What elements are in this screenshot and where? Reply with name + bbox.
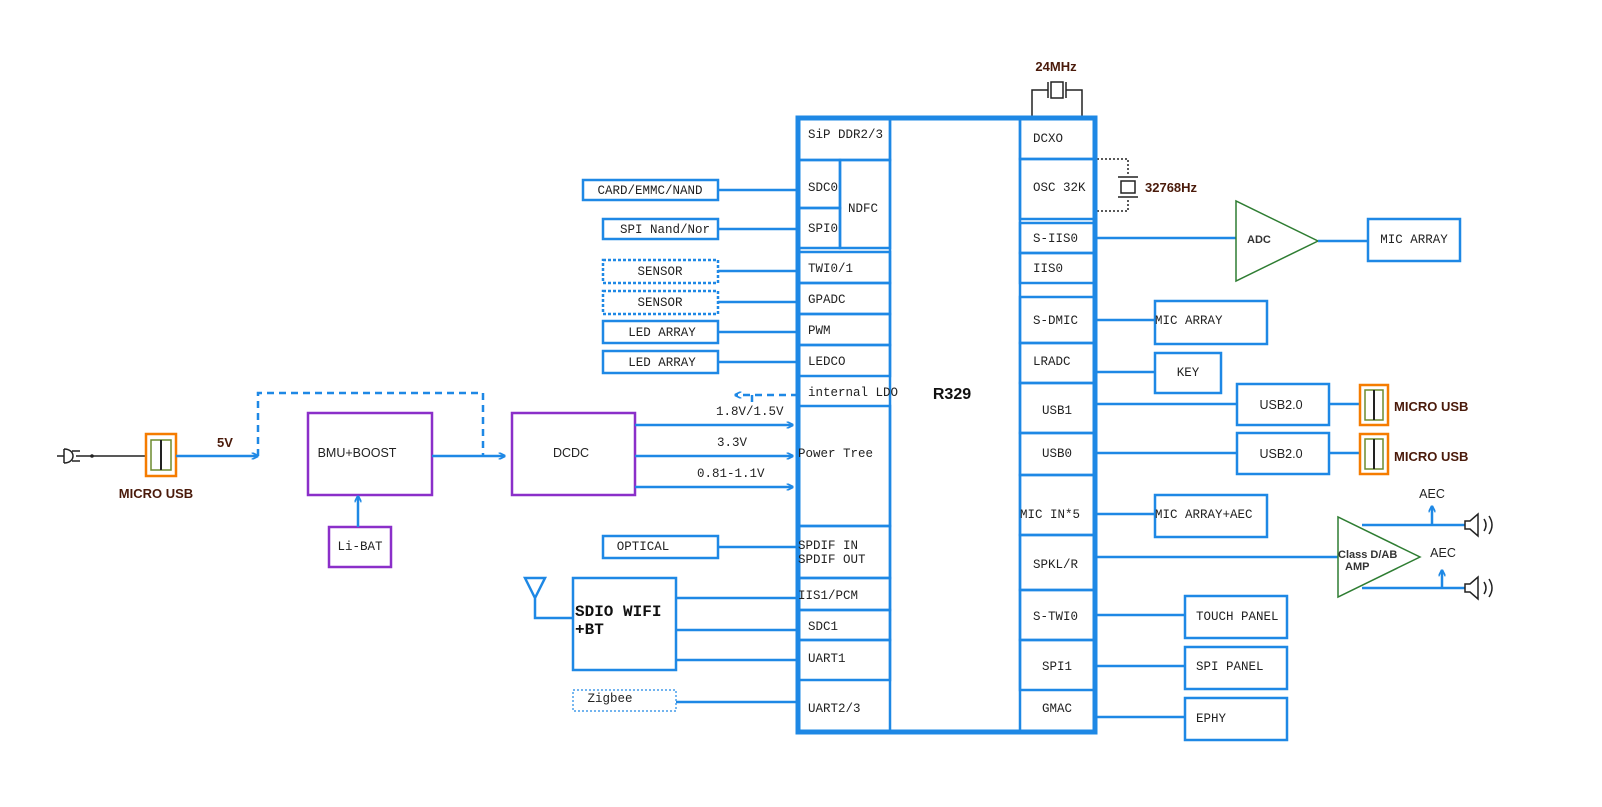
pin-twi: TWI0/1 <box>808 262 853 276</box>
device-optical: OPTICAL <box>617 540 670 554</box>
power-plug-icon <box>57 448 146 464</box>
micro-usb-label-2: MICRO USB <box>1394 449 1468 464</box>
pin-usb0: USB0 <box>1042 447 1072 461</box>
device-sensor-1: SENSOR <box>637 265 683 279</box>
ephy: EPHY <box>1196 712 1227 726</box>
pin-pwm: PWM <box>808 324 831 338</box>
pin-spi0: SPI0 <box>808 222 838 236</box>
pin-uart1: UART1 <box>808 652 846 666</box>
pin-sdc1: SDC1 <box>808 620 838 634</box>
pin-osc32k: OSC 32K <box>1033 181 1086 195</box>
pin-gpadc: GPADC <box>808 293 846 307</box>
pin-mic-in: MIC IN*5 <box>1020 508 1080 522</box>
bmu-boost: BMU+BOOST <box>318 446 397 460</box>
pin-spdif-out: SPDIF OUT <box>798 553 866 567</box>
device-sensor-2: SENSOR <box>637 296 683 310</box>
aec-label-2: AEC <box>1430 546 1456 560</box>
device-sdio-wifi: SDIO WIFI <box>575 603 661 621</box>
device-spi-nand-nor: SPI Nand/Nor <box>620 223 710 237</box>
antenna-icon <box>522 576 573 620</box>
crystal-32768hz: 32768Hz <box>1093 158 1198 212</box>
device-led-array-1: LED ARRAY <box>628 326 696 340</box>
right-pin-column: DCXO OSC 32K S-IIS0 IIS0 S-DMIC LRADC US… <box>1018 116 1097 716</box>
mic-array-1: MIC ARRAY <box>1380 233 1448 247</box>
device-bt: +BT <box>575 621 604 639</box>
adc: ADC <box>1247 234 1271 246</box>
power-section: MICRO USB 5V BMU+BOOST Li-BAT DCDC 1.8V/… <box>57 393 798 569</box>
left-pin-column: SiP DDR2/3 SDC0 SPI0 NDFC TWI0/1 GPADC P… <box>796 116 898 716</box>
right-devices: ADC MIC ARRAY MIC ARRAY KEY USB2.0 MICRO… <box>1095 199 1493 742</box>
pin-lradc: LRADC <box>1033 355 1071 369</box>
pin-spdif-in: SPDIF IN <box>798 539 858 553</box>
pin-internal-ldo: internal LDO <box>808 386 898 400</box>
pin-s-twi0: S-TWI0 <box>1033 610 1078 624</box>
micro-usb-label-1: MICRO USB <box>1394 399 1468 414</box>
device-card-emmc-nand: CARD/EMMC/NAND <box>597 184 702 198</box>
left-devices: CARD/EMMC/NAND SPI Nand/Nor SENSOR SENSO… <box>522 178 798 712</box>
mic-array-aec: MIC ARRAY+AEC <box>1155 508 1253 522</box>
crystal-32768hz-label: 32768Hz <box>1145 180 1198 195</box>
pin-ledc: LEDCO <box>808 355 846 369</box>
pin-dcxo: DCXO <box>1033 132 1063 146</box>
pin-iis0: IIS0 <box>1033 262 1063 276</box>
micro-usb-connector-2 <box>1358 432 1390 476</box>
pin-s-iis0: S-IIS0 <box>1033 232 1078 246</box>
pin-power-tree: Power Tree <box>798 447 873 461</box>
pin-spi1: SPI1 <box>1042 660 1072 674</box>
pin-gmac: GMAC <box>1042 702 1072 716</box>
li-bat: Li-BAT <box>337 540 383 554</box>
mic-array-2: MIC ARRAY <box>1155 314 1223 328</box>
usb20-2: USB2.0 <box>1259 447 1302 461</box>
touch-panel: TOUCH PANEL <box>1196 610 1279 624</box>
key: KEY <box>1177 366 1200 380</box>
pin-usb1: USB1 <box>1042 404 1072 418</box>
micro-usb-connector-1 <box>1358 383 1390 427</box>
pin-sip-ddr: SiP DDR2/3 <box>808 128 883 142</box>
pin-iis1-pcm: IIS1/PCM <box>798 589 858 603</box>
amp-label-1: Class D/AB <box>1338 549 1397 561</box>
label-5v: 5V <box>217 435 233 450</box>
voltage-0v81: 0.81-1.1V <box>697 467 765 481</box>
device-led-array-2: LED ARRAY <box>628 356 696 370</box>
spi-panel: SPI PANEL <box>1196 660 1264 674</box>
usb20-1: USB2.0 <box>1259 398 1302 412</box>
amp-label-2: AMP <box>1345 561 1369 573</box>
speaker-icon-1 <box>1464 512 1493 538</box>
voltage-3v3: 3.3V <box>717 436 748 450</box>
dcdc: DCDC <box>553 446 589 460</box>
chip-name: R329 <box>933 386 971 403</box>
pin-s-dmic: S-DMIC <box>1033 314 1078 328</box>
pin-spk: SPKL/R <box>1033 558 1079 572</box>
pin-sdc0: SDC0 <box>808 181 838 195</box>
micro-usb-connector-left <box>144 432 178 478</box>
device-zigbee: Zigbee <box>587 692 632 706</box>
micro-usb-label-left: MICRO USB <box>119 486 193 501</box>
aec-label-1: AEC <box>1419 487 1445 501</box>
crystal-24mhz-label: 24MHz <box>1035 59 1077 74</box>
pin-ndfc: NDFC <box>848 202 878 216</box>
voltage-1v8: 1.8V/1.5V <box>716 405 784 419</box>
crystal-24mhz: 24MHz <box>1031 59 1083 118</box>
pin-uart23: UART2/3 <box>808 702 861 716</box>
speaker-icon-2 <box>1464 575 1493 601</box>
